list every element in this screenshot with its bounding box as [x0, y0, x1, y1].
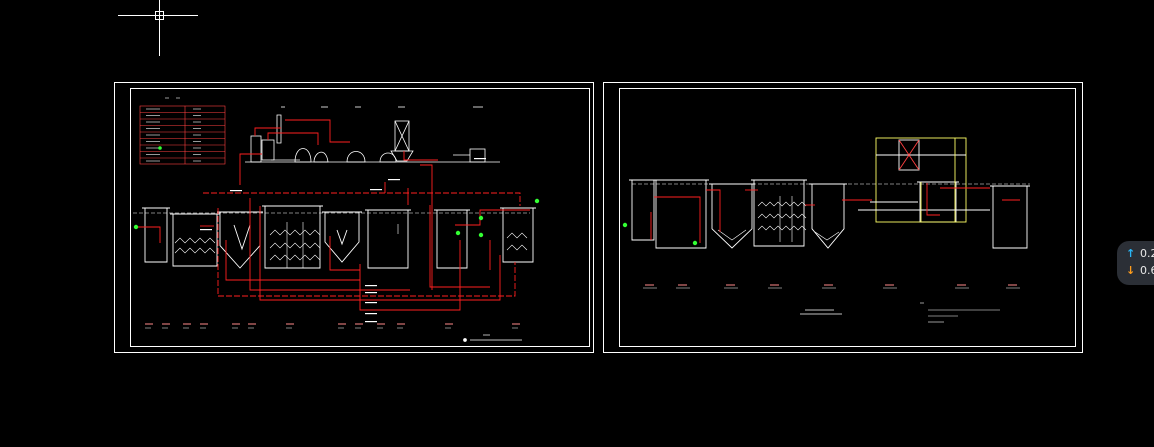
process-tanks-left — [142, 205, 536, 269]
flow-markers-right — [622, 222, 698, 246]
process-pipelines-left — [137, 182, 530, 311]
notes-right — [920, 302, 1000, 323]
process-tanks-right — [629, 179, 1030, 249]
sheet-right-inner-border — [619, 88, 1076, 347]
title-note-left — [463, 334, 522, 342]
upload-speed-value: 0.2 — [1140, 247, 1154, 260]
tank-left-1 — [144, 208, 168, 263]
arrow-down-icon: ↓ — [1126, 264, 1136, 277]
flow-markers-left — [133, 198, 540, 238]
tank-left-4 — [264, 206, 321, 269]
section-title-right — [800, 309, 842, 315]
legend-table — [139, 97, 226, 165]
dosing-pipes — [239, 119, 438, 290]
equipment-building — [858, 137, 990, 223]
sheet-right-outer-border — [603, 82, 1083, 353]
flow-marker-left-2 — [534, 198, 540, 204]
dosing-equipment-row — [245, 106, 500, 163]
tank-left-6 — [367, 210, 409, 269]
network-speed-widget[interactable]: ↑ 0.2 ↓ 0.6 — [1117, 241, 1154, 285]
drawing-sheet-left[interactable] — [114, 82, 594, 353]
drawing-sheet-right[interactable] — [603, 82, 1083, 353]
tank-right-7 — [992, 186, 1028, 249]
flow-marker-right-2 — [692, 240, 698, 246]
tank-right-1 — [631, 180, 655, 241]
flow-marker-left-3 — [478, 215, 484, 221]
pipe-labels-left — [200, 158, 486, 323]
tank-internals-left — [174, 222, 528, 268]
download-speed-value: 0.6 — [1140, 264, 1154, 277]
tank-right-3 — [711, 184, 753, 249]
arrow-up-icon: ↑ — [1126, 247, 1136, 260]
flow-marker-left-4 — [478, 232, 484, 238]
process-pipelines-right — [650, 183, 1020, 243]
flow-marker-left-5 — [455, 230, 461, 236]
tank-right-4 — [753, 180, 805, 247]
tank-left-7 — [436, 210, 468, 269]
flow-marker-left-1 — [133, 224, 139, 230]
download-speed-row: ↓ 0.6 — [1126, 262, 1154, 279]
sheet-left-inner-border — [130, 88, 590, 347]
tank-right-2 — [655, 180, 707, 249]
tank-internals-right — [717, 196, 840, 242]
upload-speed-row: ↑ 0.2 — [1126, 245, 1154, 262]
tank-left-5 — [324, 212, 360, 263]
tank-right-5 — [811, 184, 845, 249]
tank-name-labels-right — [643, 284, 1020, 289]
tank-left-2 — [172, 214, 218, 267]
tank-left-8 — [502, 208, 534, 263]
tank-name-labels-left — [145, 323, 520, 329]
crosshair-cursor-icon — [118, 0, 198, 56]
sheet-left-outer-border — [114, 82, 594, 353]
flow-marker-right-1 — [622, 222, 628, 228]
